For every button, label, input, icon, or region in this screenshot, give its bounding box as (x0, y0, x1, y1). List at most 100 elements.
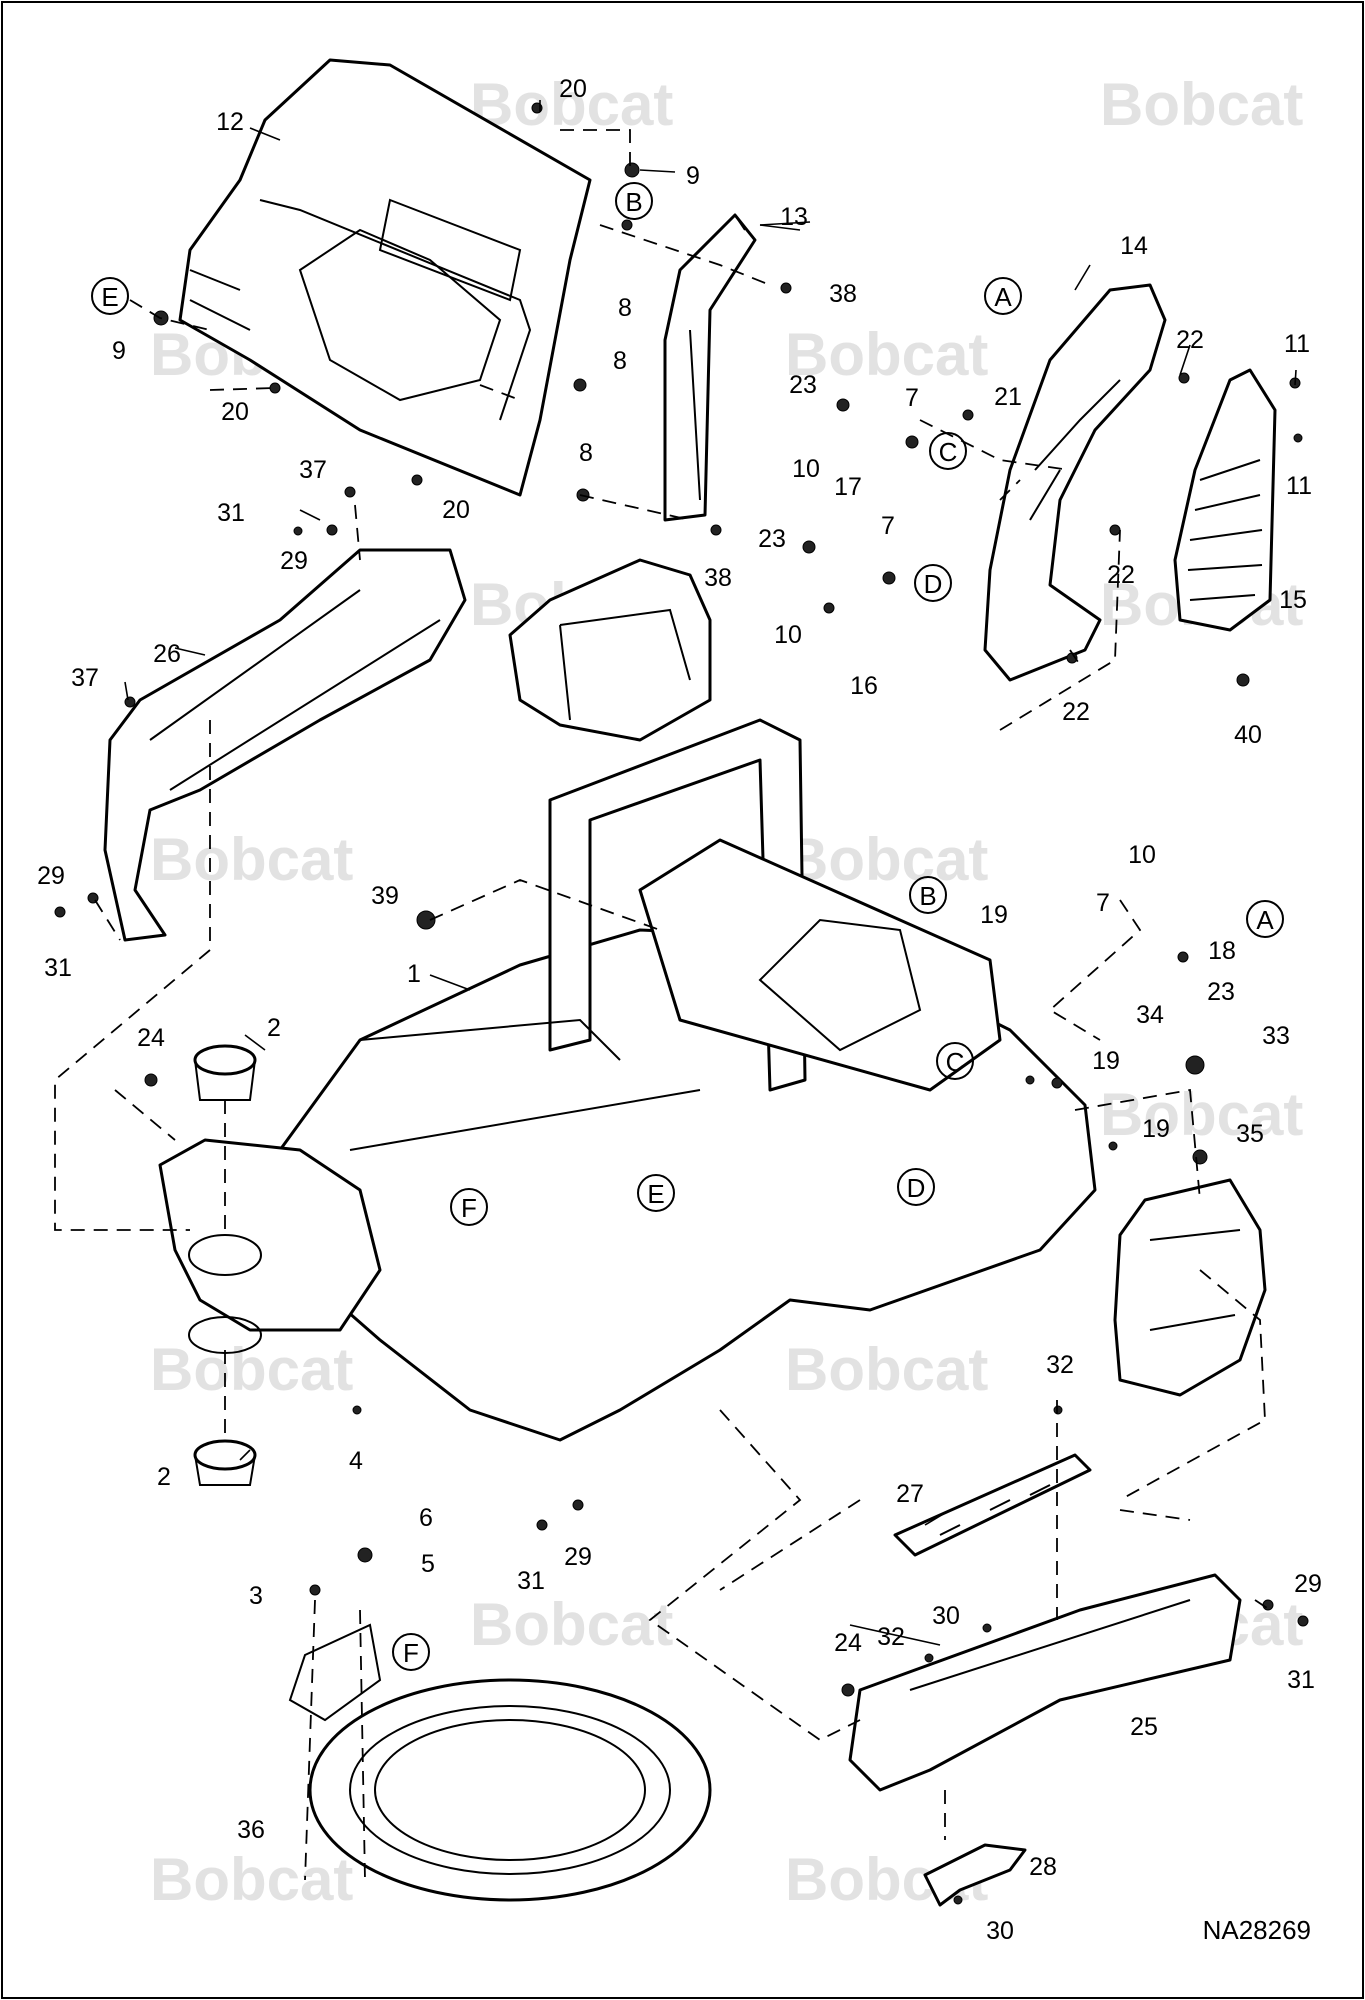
callout-24: 24 (137, 1024, 165, 1052)
callout-23: 23 (1207, 978, 1235, 1006)
callout-29: 29 (37, 862, 65, 890)
callout-8: 8 (579, 439, 593, 467)
hardware-fasteners (54, 102, 1309, 1905)
svg-text:B: B (919, 881, 936, 911)
callout-6: 6 (419, 1504, 433, 1532)
svg-text:F: F (403, 1638, 419, 1668)
svg-text:D: D (907, 1173, 926, 1203)
callout-12: 12 (216, 108, 244, 136)
callout-37: 37 (299, 456, 327, 484)
svg-text:Bobcat: Bobcat (470, 71, 673, 138)
grille-15 (1173, 368, 1277, 632)
ref-marker-d-frame: D (897, 1168, 935, 1206)
callout-9: 9 (686, 162, 700, 190)
slewing-ring-36 (308, 1678, 712, 1902)
callout-34: 34 (1136, 1001, 1164, 1029)
ref-marker-a-right: A (1246, 900, 1284, 938)
callout-28: 28 (1029, 1853, 1057, 1881)
watermark-logo: Bobcat (150, 826, 353, 893)
callout-36: 36 (237, 1816, 265, 1844)
callout-29: 29 (280, 547, 308, 575)
cover-25 (848, 1573, 1242, 1792)
reference-markers: E B A C D B A C D E F F (91, 182, 1284, 1671)
watermark-logo: Bobcat (785, 1336, 988, 1403)
ref-marker-a-top: A (984, 277, 1022, 315)
leader-lines (124, 100, 1297, 1646)
ref-marker-e-frame: E (637, 1174, 675, 1212)
svg-text:A: A (994, 282, 1012, 312)
callout-33: 33 (1262, 1022, 1290, 1050)
callout-30: 30 (932, 1602, 960, 1630)
svg-text:A: A (1256, 905, 1274, 935)
callout-4: 4 (349, 1447, 363, 1475)
callout-13: 13 (780, 203, 808, 231)
callout-31: 31 (1287, 1666, 1315, 1694)
callout-10: 10 (792, 455, 820, 483)
ref-marker-b-top: B (615, 182, 653, 220)
callout-31: 31 (217, 499, 245, 527)
callout-3: 3 (249, 1582, 263, 1610)
callout-39: 39 (371, 882, 399, 910)
callout-23: 23 (758, 525, 786, 553)
callout-7: 7 (905, 384, 919, 412)
svg-text:Bobcat: Bobcat (1100, 71, 1303, 138)
svg-text:Bobcat: Bobcat (470, 1591, 673, 1658)
svg-text:Bobcat: Bobcat (1100, 1081, 1303, 1148)
callout-19: 19 (980, 901, 1008, 929)
ref-marker-f-bottom: F (392, 1633, 430, 1671)
svg-text:Bobcat: Bobcat (785, 321, 988, 388)
callout-8: 8 (618, 294, 632, 322)
counterweight-side (1113, 1178, 1267, 1397)
callout-16: 16 (850, 672, 878, 700)
callout-2: 2 (267, 1014, 281, 1042)
svg-text:Bobcat: Bobcat (150, 826, 353, 893)
callout-37: 37 (71, 664, 99, 692)
pedestal-block (508, 558, 712, 742)
bracket-28 (923, 1843, 1027, 1907)
callout-31: 31 (517, 1567, 545, 1595)
drawing-code: NA28269 (1202, 1915, 1311, 1945)
callout-20: 20 (221, 398, 249, 426)
watermark-logo: Bobcat (785, 321, 988, 388)
callout-29: 29 (564, 1543, 592, 1571)
callout-35: 35 (1236, 1120, 1264, 1148)
step-plate-27 (893, 1453, 1092, 1557)
callout-2: 2 (157, 1463, 171, 1491)
callout-31: 31 (44, 954, 72, 982)
callout-9: 9 (112, 337, 126, 365)
boom-swing-bracket (158, 1138, 382, 1354)
svg-text:C: C (939, 437, 958, 467)
callout-26: 26 (153, 640, 181, 668)
svg-text:Bobcat: Bobcat (150, 1846, 353, 1913)
callout-21: 21 (994, 383, 1022, 411)
callout-1: 1 (407, 960, 421, 988)
ref-marker-c-top: C (929, 432, 967, 470)
svg-text:Bobcat: Bobcat (785, 826, 988, 893)
cover-14 (983, 283, 1167, 682)
callout-27: 27 (896, 1480, 924, 1508)
svg-text:Bobcat: Bobcat (785, 1336, 988, 1403)
ref-marker-f-frame: F (450, 1188, 488, 1226)
svg-text:D: D (924, 569, 943, 599)
callout-29: 29 (1294, 1570, 1322, 1598)
ref-marker-b-frame: B (909, 876, 947, 914)
callout-22: 22 (1107, 561, 1135, 589)
callout-23: 23 (789, 371, 817, 399)
callout-25: 25 (1130, 1713, 1158, 1741)
svg-text:E: E (647, 1179, 664, 1209)
callout-40: 40 (1234, 721, 1262, 749)
callout-7: 7 (881, 512, 895, 540)
upper-frame-1 (228, 718, 1097, 1442)
bearing-bushing-2-top (193, 1044, 257, 1101)
callout-32: 32 (877, 1623, 905, 1651)
cover-26 (103, 548, 467, 942)
callout-17: 17 (834, 473, 862, 501)
callout-18: 18 (1208, 937, 1236, 965)
svg-text:F: F (461, 1193, 477, 1223)
bearing-bushing-2-bottom (193, 1439, 257, 1486)
plate-f (288, 1623, 382, 1722)
callout-24: 24 (834, 1629, 862, 1657)
callout-8: 8 (613, 347, 627, 375)
watermark-logo: Bobcat (470, 71, 673, 138)
